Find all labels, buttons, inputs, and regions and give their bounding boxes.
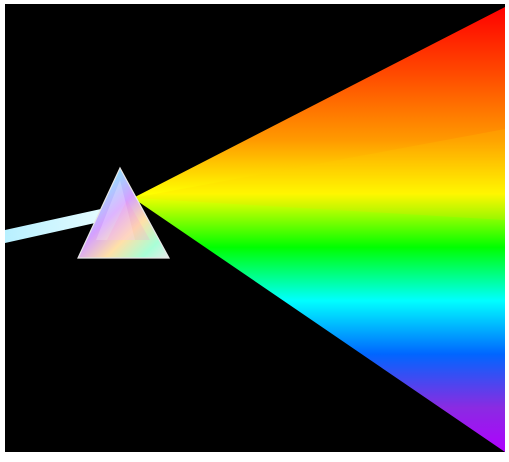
prism-illustration (5, 4, 505, 452)
dispersed-spectrum (133, 7, 505, 452)
prism-scene (5, 4, 505, 452)
